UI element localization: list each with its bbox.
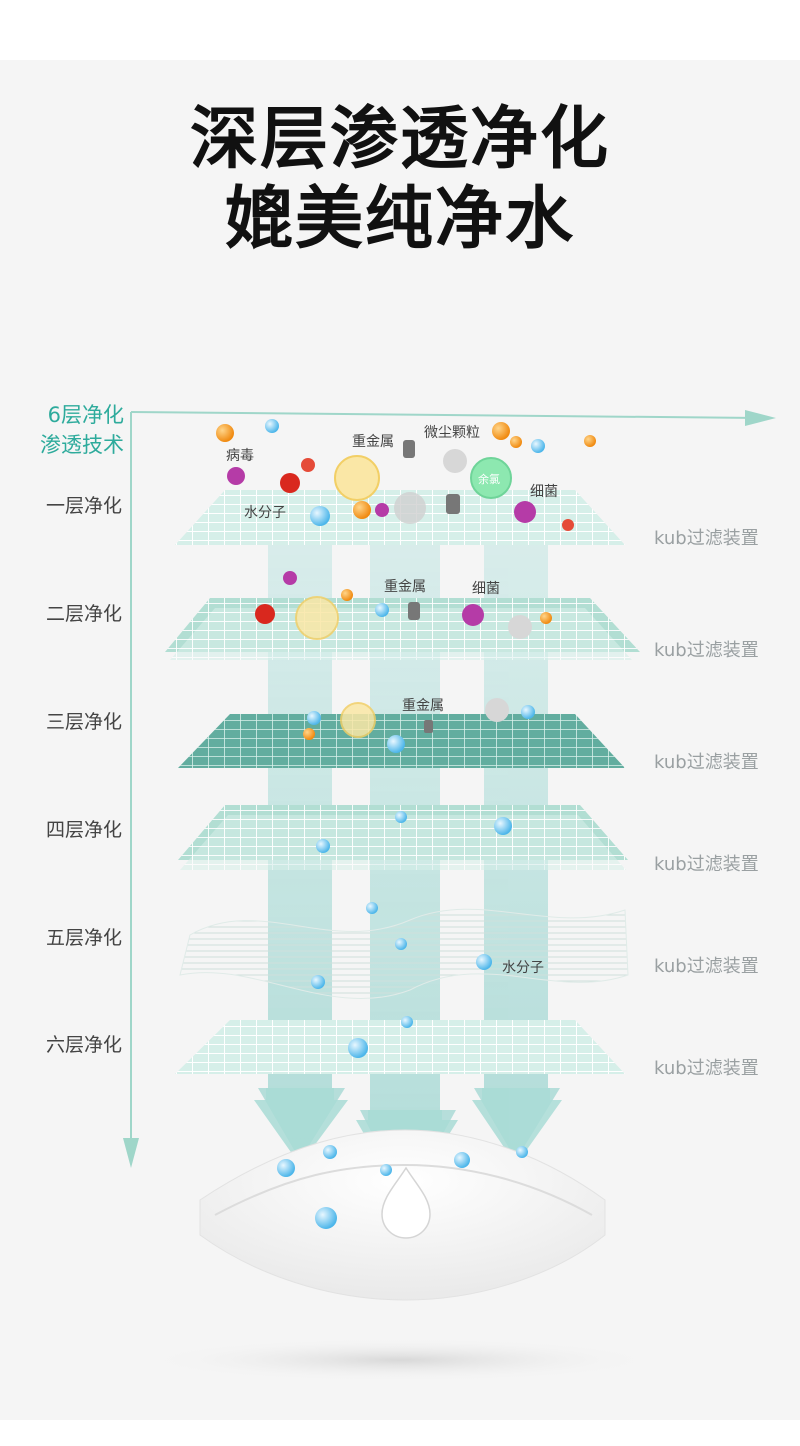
layer-label-3: 三层净化 [38, 710, 122, 734]
layer-label-1: 一层净化 [38, 494, 122, 518]
layer-label-6: 六层净化 [38, 1033, 122, 1057]
label-chlorine: 余氯 [478, 472, 500, 486]
axis-caption-line-1: 6层净化 [14, 400, 124, 430]
layer-label-4: 四层净化 [38, 818, 122, 842]
device-label-6: kub过滤装置 [654, 1058, 759, 1080]
filter-screen-5 [180, 909, 628, 998]
device-label-2: kub过滤装置 [654, 640, 759, 662]
label-heavy-metal-2: 重金属 [384, 579, 426, 595]
filter-screen-6 [175, 1020, 625, 1074]
label-water-molecule-2: 水分子 [502, 960, 544, 976]
axis-caption-line-2: 渗透技术 [14, 430, 124, 460]
device-label-5: kub过滤装置 [654, 956, 759, 978]
label-dust: 微尘颗粒 [424, 425, 480, 441]
device-label-1: kub过滤装置 [654, 528, 759, 550]
label-bacteria-2: 细菌 [472, 581, 500, 597]
label-water-molecule-1: 水分子 [244, 505, 286, 521]
device-label-4: kub过滤装置 [654, 854, 759, 876]
layer-label-5: 五层净化 [38, 926, 122, 950]
filter-screen-2 [165, 598, 640, 660]
layer-label-2: 二层净化 [38, 602, 122, 626]
device-label-3: kub过滤装置 [654, 752, 759, 774]
label-bacteria-1: 细菌 [530, 484, 558, 500]
bowl-shadow [140, 1338, 660, 1382]
label-heavy-metal-3: 重金属 [402, 698, 444, 714]
label-virus: 病毒 [226, 448, 254, 464]
label-heavy-metal-1: 重金属 [352, 434, 394, 450]
